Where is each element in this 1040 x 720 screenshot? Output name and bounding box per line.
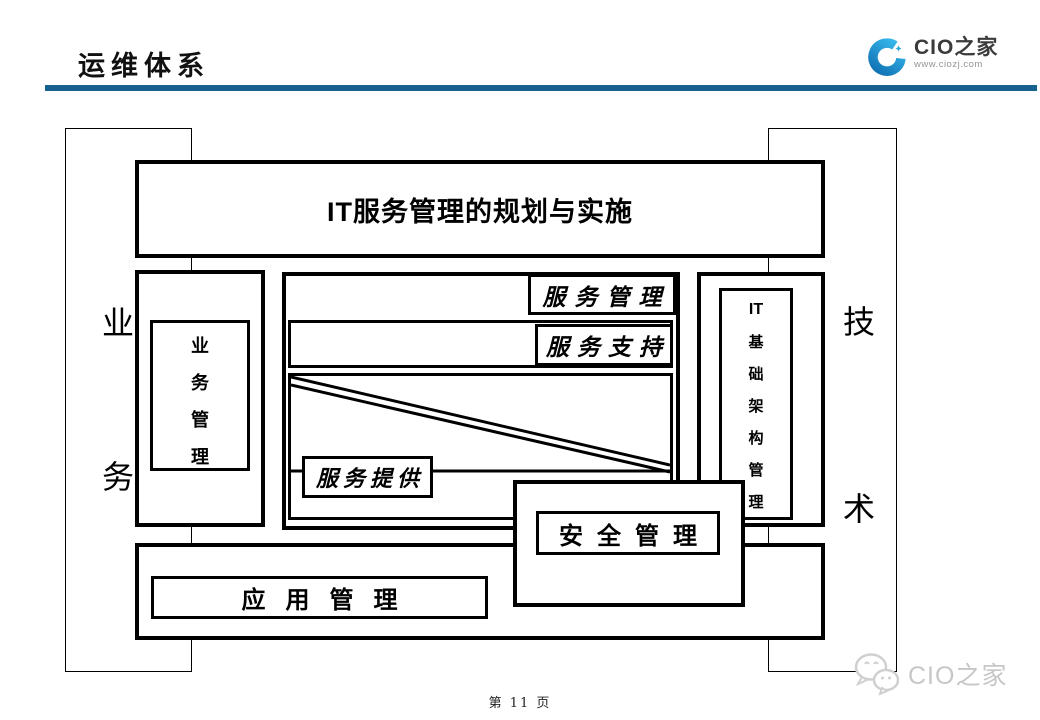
application-management-label-box: 应用管理	[151, 576, 488, 619]
planning-implementation-label: IT服务管理的规划与实施	[327, 196, 633, 227]
service-management-label-box: 服务管理	[528, 274, 676, 315]
business-management-char: 理	[191, 447, 209, 468]
it-infrastructure-char: 架	[748, 397, 764, 415]
watermark-text: CIO之家	[908, 662, 1008, 690]
security-management-label: 安全管理	[559, 520, 711, 550]
cio-logo: CIO之家 www.ciozj.com	[866, 35, 998, 77]
it-infrastructure-char: 基	[748, 333, 764, 351]
cio-logo-icon	[868, 38, 906, 76]
business-management-box: 业 务 管 理	[150, 320, 250, 471]
security-management-label-box: 安全管理	[536, 511, 720, 555]
technology-band-char-1: 技	[843, 303, 876, 341]
service-management-label: 服务管理	[542, 283, 671, 311]
it-infrastructure-char: 理	[748, 493, 764, 511]
logo-name: CIO之家	[914, 36, 999, 59]
service-support-label-box: 服务支持	[535, 324, 673, 366]
service-delivery-label: 服务提供	[315, 466, 424, 492]
page-title: 运维体系	[78, 51, 210, 82]
it-infrastructure-char: 构	[748, 429, 764, 447]
header-divider	[45, 85, 1037, 91]
logo-url: www.ciozj.com	[914, 59, 983, 70]
it-infrastructure-char: 础	[748, 365, 764, 383]
technology-band-char-2: 术	[843, 490, 876, 528]
business-management-char: 业	[191, 336, 209, 357]
logo-text: CIO之家 www.ciozj.com	[914, 35, 998, 70]
it-infrastructure-char: 管	[748, 461, 764, 479]
planning-implementation-box: IT服务管理的规划与实施	[135, 160, 825, 258]
watermark: CIO之家	[852, 650, 1007, 698]
chat-bubbles-icon	[854, 653, 900, 696]
business-management-char: 管	[191, 410, 209, 431]
it-infrastructure-char: IT	[748, 301, 764, 318]
service-delivery-label-box: 服务提供	[302, 456, 433, 498]
business-band-char-1: 业	[102, 304, 135, 342]
business-management-char: 务	[191, 373, 209, 394]
business-band-char-2: 务	[102, 458, 135, 496]
page-number: 第 11 页	[488, 696, 552, 711]
application-management-label: 应用管理	[241, 585, 418, 614]
service-support-label: 服务支持	[546, 334, 670, 361]
